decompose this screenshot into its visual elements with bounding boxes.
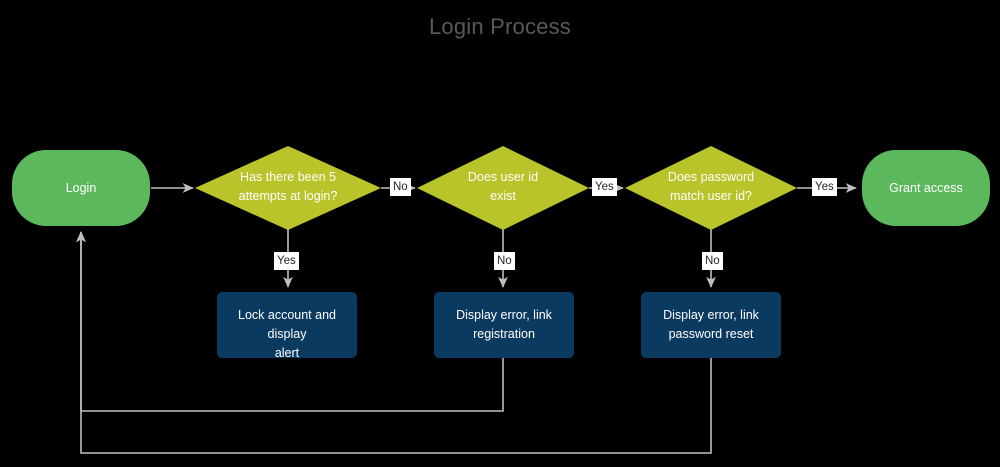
node-password-decision[interactable] (625, 146, 797, 230)
node-layer (12, 146, 990, 358)
page-title: Login Process (428, 14, 571, 39)
edge-label-yes-userid: Yes (592, 178, 617, 196)
edge-label-no-attempts: No (390, 178, 411, 196)
edge-label-no-registration: No (494, 252, 515, 270)
edge-reset-back-to-login (76, 231, 712, 454)
node-display-error-registration[interactable] (434, 292, 574, 358)
node-display-error-password-reset[interactable] (641, 292, 781, 358)
edge-label-no-reset: No (702, 252, 723, 270)
node-userid-decision[interactable] (417, 146, 589, 230)
edge-label-yes-lock: Yes (274, 252, 299, 270)
node-login[interactable] (12, 150, 150, 226)
node-grant-access[interactable] (862, 150, 990, 226)
edge-label-yes-password: Yes (812, 178, 837, 196)
node-attempts-decision[interactable] (195, 146, 381, 230)
node-lock-account[interactable] (217, 292, 357, 358)
